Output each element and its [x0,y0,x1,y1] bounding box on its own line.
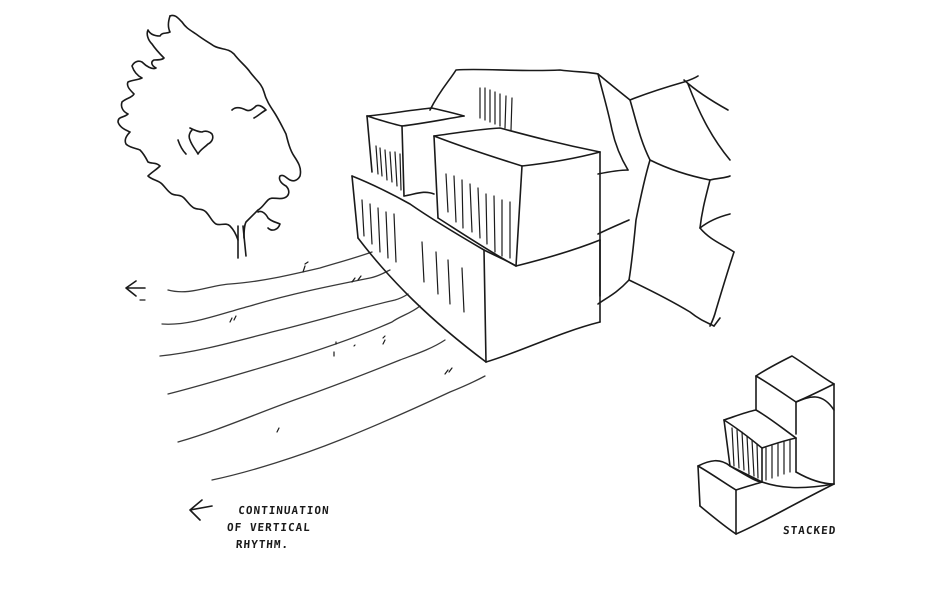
annotation-line-3: rhythm. [235,538,290,552]
main-building-sketch [351,68,735,363]
annotation-line-2: of vertical [226,521,312,535]
continuation-annotation: Continuation of vertical rhythm. [227,502,379,553]
arrow-left-lower-icon [189,499,213,521]
tree-icon [117,14,302,259]
ground-lines [159,251,486,481]
stacked-label: Stacked [782,524,837,537]
annotation-line-1: Continuation [237,504,331,517]
arrow-left-upper-icon [125,280,146,301]
stacked-boxes-diagram [697,355,835,535]
